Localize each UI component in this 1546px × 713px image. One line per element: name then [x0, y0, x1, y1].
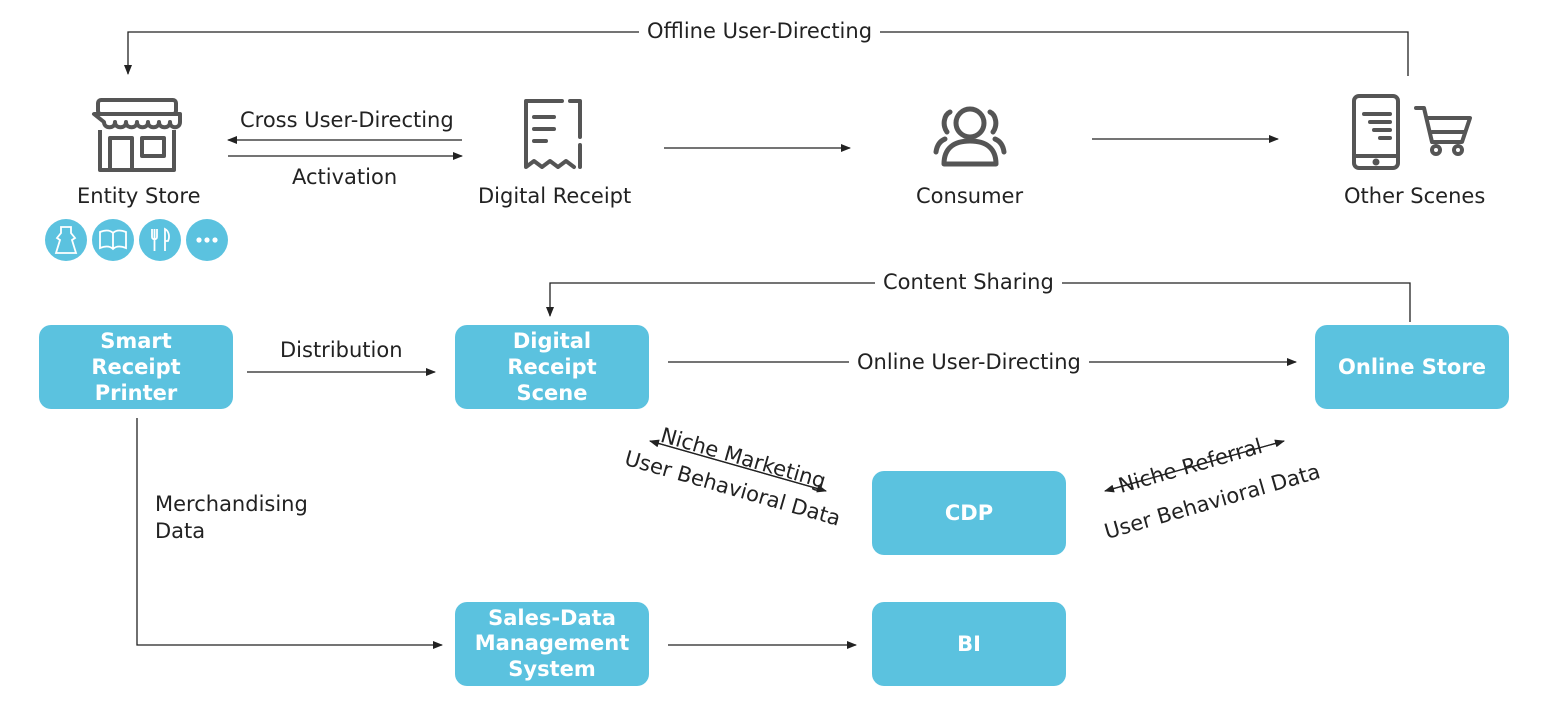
bi-label: BI	[957, 631, 981, 656]
consumer-icon	[933, 106, 1007, 167]
more-icon	[186, 219, 228, 261]
bi-box: BI	[872, 602, 1066, 686]
merchandising-label-line1: Merchandising	[155, 492, 308, 516]
other-scenes-label: Other Scenes	[1344, 184, 1486, 208]
digital-receipt-scene-line1: Digital Receipt	[507, 328, 597, 379]
consumer-label: Consumer	[916, 184, 1024, 208]
sales-data-line2: Management	[474, 631, 630, 656]
digital-receipt-label: Digital Receipt	[478, 184, 632, 208]
sales-data-line3: System	[508, 656, 596, 681]
activation-label: Activation	[292, 165, 398, 189]
merchandising-line	[136, 418, 443, 649]
online-user-directing-label: Online User-Directing	[849, 352, 1089, 373]
merchandising-label-line2: Data	[155, 519, 206, 543]
cdp-label: CDP	[944, 500, 994, 525]
online-store-box: Online Store	[1315, 325, 1509, 409]
fork-knife-icon	[139, 219, 181, 261]
tablet-cart-icon	[1352, 94, 1472, 170]
sales-data-line1: Sales-Data	[488, 606, 616, 631]
cdp-box: CDP	[872, 471, 1066, 555]
dress-icon	[45, 219, 87, 261]
smart-receipt-printer-line1: Smart	[100, 328, 172, 353]
cross-user-directing-label: Cross User-Directing	[240, 108, 454, 132]
book-icon	[92, 219, 134, 261]
smart-receipt-printer-line2: Receipt Printer	[91, 354, 181, 406]
distribution-label: Distribution	[280, 338, 403, 362]
entity-store-label: Entity Store	[77, 184, 201, 208]
store-icon	[92, 98, 182, 172]
online-store-label: Online Store	[1338, 354, 1486, 379]
behavior-right-arrow	[1104, 440, 1285, 493]
offline-user-directing-label: Offline User-Directing	[639, 21, 881, 42]
receipt-icon	[524, 99, 582, 169]
digital-receipt-scene-line2: Scene	[516, 381, 588, 406]
content-sharing-label: Content Sharing	[875, 272, 1062, 293]
behavior-left-arrow	[649, 439, 827, 492]
